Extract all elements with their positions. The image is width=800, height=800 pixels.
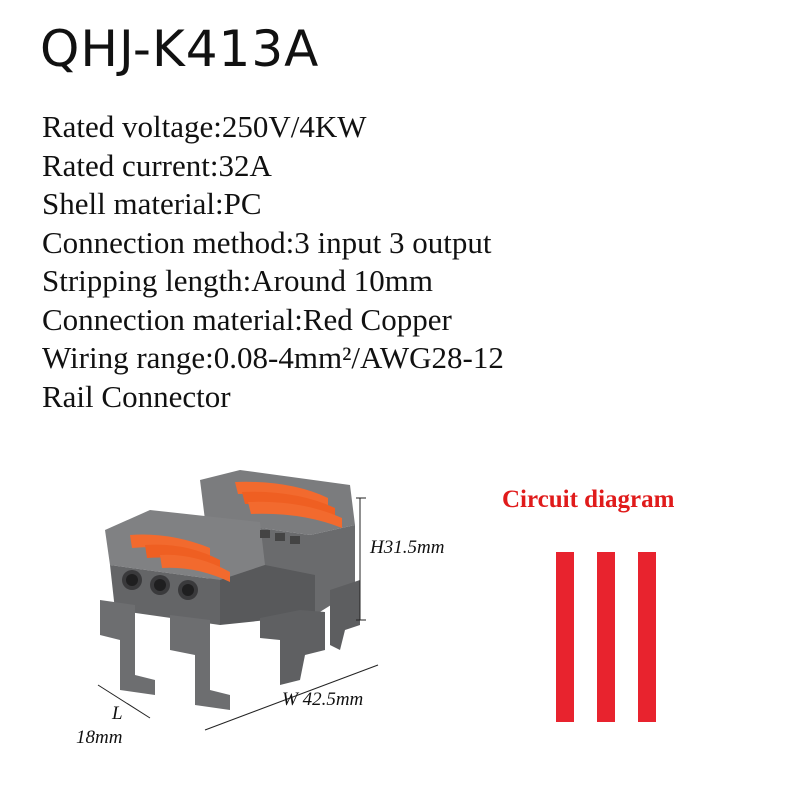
spec-rated-voltage: Rated voltage:250V/4KW [42, 109, 367, 144]
circuit-diagram [556, 552, 656, 722]
lever-front-3 [160, 554, 230, 582]
spec-stripping-length: Stripping length:Around 10mm [42, 263, 433, 298]
rail-foot-far-right [330, 580, 360, 650]
lever-back-3 [248, 501, 342, 528]
dimension-length-value: 18mm [76, 727, 123, 748]
dimension-length-label: L [112, 703, 123, 724]
housing-side-face [220, 565, 315, 625]
spec-list: Rated voltage:250V/4KW Rated current:32A… [42, 108, 504, 416]
dim-line-width [204, 664, 379, 731]
circuit-line-1 [556, 552, 574, 722]
spec-connection-material: Connection material:Red Copper [42, 301, 452, 337]
connector-product-image [97, 470, 379, 731]
product-title: QHJ-K413A [40, 20, 320, 78]
spec-rail-connector: Rail Connector [42, 378, 231, 414]
dim-line-length [97, 684, 151, 719]
spec-rated-current: Rated current:32A [42, 147, 272, 183]
rail-foot-right [260, 610, 325, 685]
circuit-line-2 [597, 552, 615, 722]
spec-wiring-range: Wiring range:0.08-4mm²/AWG28-12 [42, 340, 504, 375]
rail-foot-middle [170, 615, 230, 710]
circuit-line-3 [638, 552, 656, 722]
spec-shell-material: Shell material:PC [42, 186, 262, 221]
dimension-height: H31.5mm [370, 537, 445, 558]
dimension-width: W 42.5mm [282, 689, 364, 710]
circuit-diagram-title: Circuit diagram [502, 486, 675, 513]
rail-foot-left [100, 600, 155, 695]
spec-connection-method: Connection method:3 input 3 output [42, 224, 492, 260]
